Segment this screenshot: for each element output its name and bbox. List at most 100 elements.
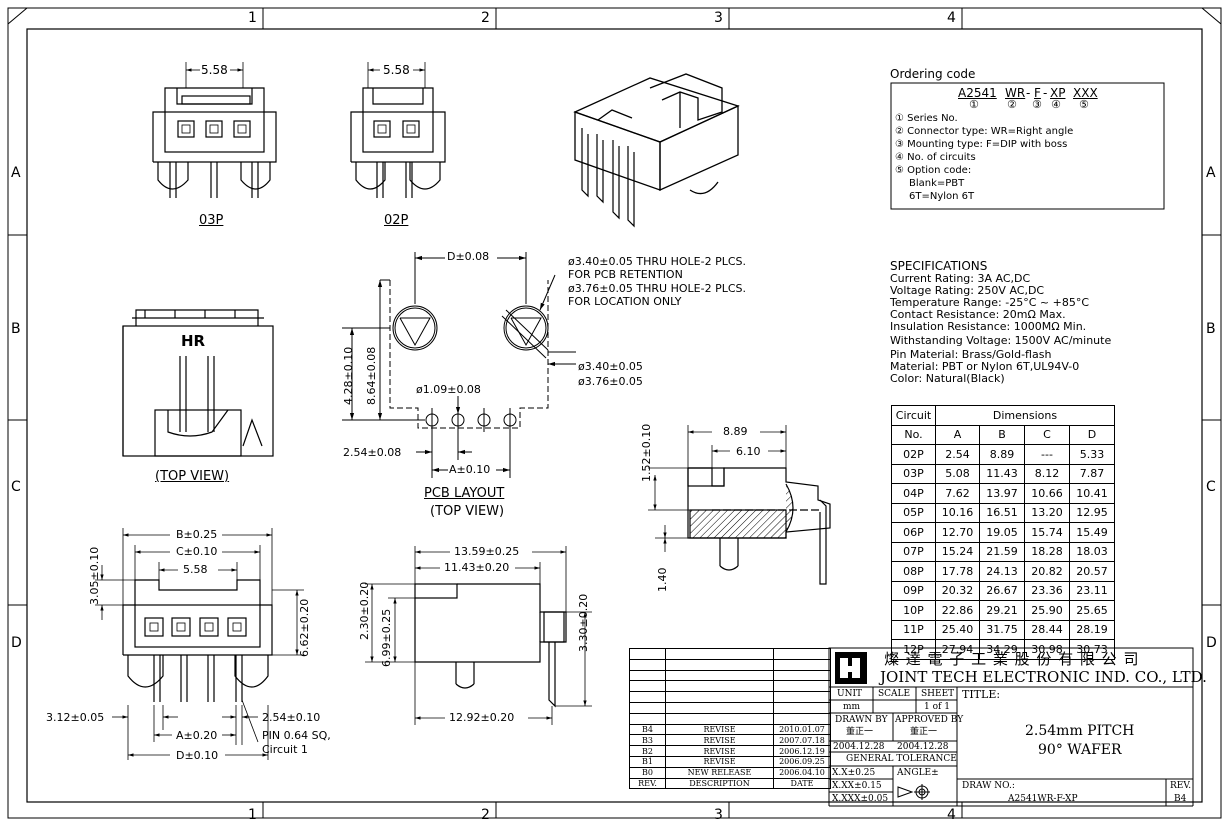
table-cell: 25.65: [1069, 600, 1115, 621]
ordering-title: Ordering code: [890, 67, 976, 81]
revision-cell: 2006.12.19: [773, 745, 831, 757]
revision-cell: [773, 648, 831, 660]
table-cell-circuit: 05P: [891, 502, 936, 523]
dim-558-03p: 5.58: [201, 63, 228, 77]
approved-name: 董正一: [910, 727, 938, 737]
table-cell: 25.40: [935, 619, 980, 640]
pcb-note-4: FOR LOCATION ONLY: [568, 295, 682, 308]
label-pcb-top-view: (TOP VIEW): [430, 504, 505, 519]
sheet-value: 1 of 1: [924, 702, 950, 712]
dim-305: 3.05±0.10: [88, 546, 101, 605]
table-cell: 24.13: [979, 561, 1025, 582]
revision-cell: B3: [629, 734, 666, 747]
label-02p: 02P: [384, 213, 409, 228]
dim-558-bottom: 5.58: [183, 563, 208, 576]
table-cell: 11.43: [979, 463, 1025, 484]
tolerance-3: X.XXX±0.05: [832, 794, 889, 804]
table-cell: 20.32: [935, 580, 980, 601]
pin-note-2: Circuit 1: [262, 743, 308, 756]
table-header-b: B: [979, 424, 1025, 445]
dim-d010: D±0.10: [176, 749, 219, 762]
ordering-marker-2: ②: [1007, 98, 1017, 111]
table-cell-circuit: 11P: [891, 619, 936, 640]
table-cell: 10.66: [1024, 483, 1070, 504]
revision-cell: [629, 658, 666, 671]
dim-d340: ø3.40±0.05: [578, 360, 643, 373]
column-label-3: 3: [714, 10, 723, 26]
revision-cell: [665, 691, 774, 703]
table-header-d: D: [1069, 424, 1115, 445]
dim-330: 3.30±0.20: [577, 593, 590, 652]
revision-cell: [665, 701, 774, 714]
company-name-en: JOINT TECH ELECTRONIC IND. CO., LTD.: [880, 668, 1207, 686]
revision-cell: B0: [629, 766, 666, 779]
view-front-bottom: [95, 528, 304, 760]
table-cell: 12.95: [1069, 502, 1115, 523]
revision-cell: B1: [629, 755, 666, 768]
table-cell: 15.74: [1024, 522, 1070, 543]
spec-line-8: Material: PBT or Nylon 6T,UL94V-0: [890, 360, 1080, 373]
dim-558-02p: 5.58: [383, 63, 410, 77]
rev-label: REV.: [1170, 781, 1192, 791]
revision-cell: [629, 701, 666, 714]
revision-cell: B2: [629, 745, 666, 757]
revision-cell: REVISE: [665, 723, 774, 736]
table-cell: 2.54: [935, 444, 980, 465]
ordering-line-4: ④ No. of circuits: [895, 152, 976, 163]
pcb-note-2: FOR PCB RETENTION: [568, 268, 683, 281]
ordering-marker-4: ④: [1051, 98, 1061, 111]
ordering-part-3: F: [1034, 86, 1041, 100]
row-label-b-right: B: [1206, 321, 1216, 337]
table-cell: 30.73: [1069, 639, 1115, 660]
view-isometric: [573, 73, 740, 228]
table-cell: 17.78: [935, 561, 980, 582]
ordering-part-2: WR: [1005, 86, 1026, 100]
dim-b025: B±0.25: [176, 528, 218, 541]
approved-date: 2004.12.28: [897, 742, 949, 752]
column-label-1: 1: [248, 10, 257, 26]
dim-254: 2.54±0.10: [262, 711, 321, 724]
ordering-marker-1: ①: [969, 98, 979, 111]
pcb-note-3: ø3.76±0.05 THRU HOLE-2 PLCS.: [568, 282, 747, 295]
table-cell: 21.59: [979, 541, 1025, 562]
revision-cell: [773, 658, 831, 671]
dim-h428: 4.28±0.10: [342, 346, 355, 405]
row-label-d-right: D: [1206, 635, 1217, 651]
tolerance-1: X.X±0.25: [832, 768, 876, 778]
title-label: TITLE:: [962, 688, 1001, 701]
table-cell: 7.87: [1069, 463, 1115, 484]
row-label-c-right: C: [1206, 479, 1216, 495]
table-header-c: C: [1024, 424, 1070, 445]
column-label-3-bottom: 3: [714, 807, 723, 823]
table-cell: 34.29: [979, 639, 1025, 660]
approved-by-label: APPROVED BY: [895, 715, 964, 725]
spec-line-5: Insulation Resistance: 1000MΩ Min.: [890, 320, 1087, 333]
ordering-line-5: ⑤ Option code:: [895, 165, 972, 176]
spec-line-2: Voltage Rating: 250V AC,DC: [890, 284, 1045, 297]
dim-230: 2.30±0.20: [358, 581, 371, 640]
table-cell: 20.57: [1069, 561, 1115, 582]
table-cell-circuit: 12P: [891, 639, 936, 660]
scale-label: SCALE: [878, 689, 911, 699]
row-label-a: A: [11, 165, 21, 181]
hr-mark: HR: [181, 332, 206, 350]
revision-cell: [773, 669, 831, 682]
table-cell: 5.08: [935, 463, 980, 484]
dim-h864: 8.64±0.08: [365, 346, 378, 405]
table-cell-circuit: 07P: [891, 541, 936, 562]
view-side-bottom: [365, 546, 592, 725]
dim-662: 6.62±0.20: [298, 598, 311, 657]
table-cell: 23.36: [1024, 580, 1070, 601]
table-cell: 27.94: [935, 639, 980, 660]
revision-cell: REV.: [629, 777, 666, 790]
table-cell: 18.28: [1024, 541, 1070, 562]
table-cell-circuit: 02P: [891, 444, 936, 465]
dim-889: 8.89: [723, 425, 748, 438]
dim-152: 1.52±0.10: [640, 423, 653, 482]
